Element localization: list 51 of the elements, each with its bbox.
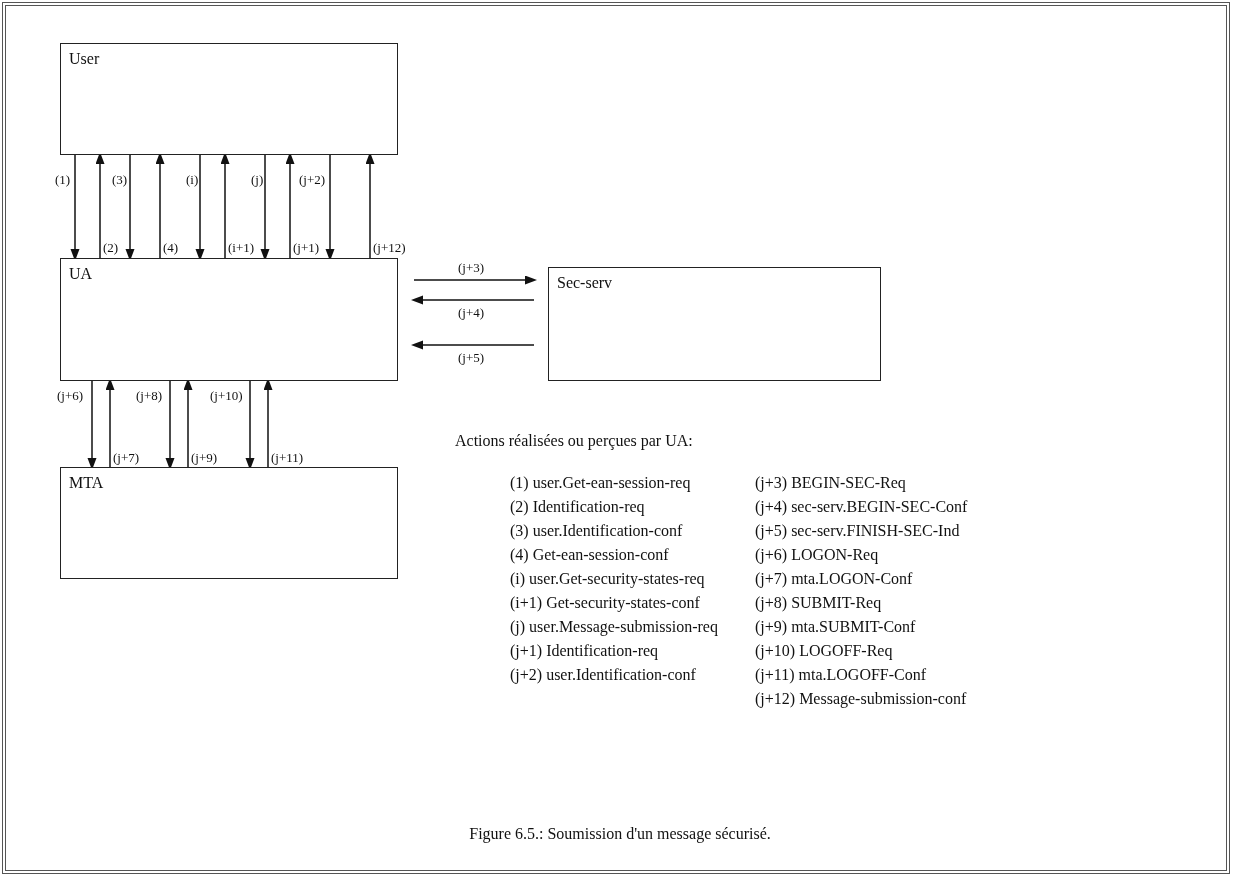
edge-label: (i+1) — [228, 240, 255, 255]
action-item: (j+1) Identification-req — [510, 642, 659, 660]
action-item: (j+9) mta.SUBMIT-Conf — [755, 618, 916, 636]
action-item: (j+12) Message-submission-conf — [755, 690, 967, 708]
action-item: (i) user.Get-security-states-req — [510, 570, 705, 588]
legend-heading: Actions réalisées ou perçues par UA: — [455, 432, 693, 450]
edge-label: (j+5) — [458, 350, 485, 365]
action-item: (j+4) sec-serv.BEGIN-SEC-Conf — [755, 498, 968, 516]
edge-label: (j+8) — [136, 388, 163, 403]
edge-label: (j+4) — [458, 305, 485, 320]
action-item: (i+1) Get-security-states-conf — [510, 594, 700, 612]
node-title: Sec-serv — [557, 274, 614, 292]
process-box — [60, 43, 398, 155]
arrow — [411, 295, 535, 305]
edge-label: (4) — [163, 240, 179, 255]
action-item: (3) user.Identification-conf — [510, 522, 683, 540]
action-item: (2) Identification-req — [510, 498, 645, 516]
action-item: (1) user.Get-ean-session-req — [510, 474, 691, 492]
action-item: (j+5) sec-serv.FINISH-SEC-Ind — [755, 522, 960, 540]
arrow — [413, 275, 537, 285]
action-item: (j) user.Message-submission-req — [510, 618, 718, 636]
edge-label: (j+9) — [191, 450, 218, 465]
action-item: (j+10) LOGOFF-Req — [755, 642, 893, 660]
process-box — [60, 258, 398, 381]
edge-label: (i) — [186, 172, 199, 187]
figure-caption: Figure 6.5.: Soumission d'un message sécurisé. — [468, 825, 772, 843]
action-item: (j+6) LOGON-Req — [755, 546, 879, 564]
process-box — [60, 467, 398, 579]
edge-label: (j+11) — [271, 450, 304, 465]
edge-label: (j+1) — [293, 240, 320, 255]
edge-label: (1) — [55, 172, 71, 187]
edge-label: (j+6) — [57, 388, 84, 403]
action-item: (j+3) BEGIN-SEC-Req — [755, 474, 906, 492]
edge-label: (j+10) — [210, 388, 243, 403]
node-title: MTA — [69, 474, 105, 492]
edge-label: (3) — [112, 172, 128, 187]
action-item: (j+8) SUBMIT-Req — [755, 594, 882, 612]
edge-label: (j) — [251, 172, 264, 187]
arrow — [411, 340, 535, 350]
node-title: UA — [69, 265, 94, 283]
action-item: (j+11) mta.LOGOFF-Conf — [755, 666, 927, 684]
edge-label: (j+12) — [373, 240, 406, 255]
node-title: User — [69, 50, 101, 68]
action-item: (j+7) mta.LOGON-Conf — [755, 570, 913, 588]
action-item: (j+2) user.Identification-conf — [510, 666, 696, 684]
edge-label: (2) — [103, 240, 119, 255]
action-item: (4) Get-ean-session-conf — [510, 546, 669, 564]
process-box — [548, 267, 881, 381]
edge-label: (j+7) — [113, 450, 140, 465]
edge-label: (j+2) — [299, 172, 326, 187]
edge-label: (j+3) — [458, 260, 485, 275]
